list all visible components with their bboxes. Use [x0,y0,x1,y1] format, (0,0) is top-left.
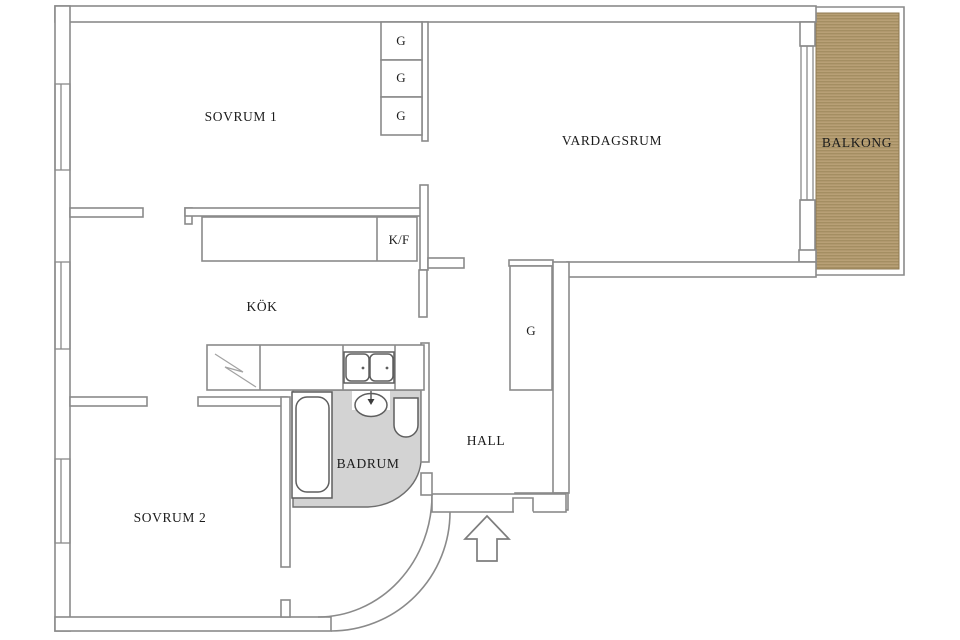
entrance-arrow-icon [463,514,511,562]
window-kok [54,261,71,350]
room-label-vardagsrum: VARDAGSRUM [561,133,663,148]
room-label-sovrum1: SOVRUM 1 [204,109,278,124]
window-sovrum1 [54,83,71,171]
wardrobe-sovrum1-3 [380,96,423,136]
room-label-kok: KÖK [246,299,278,314]
room-label-balkong: BALKONG [821,135,893,150]
curved-entrance-wall [317,494,451,632]
fixture-label-fridge-freezer: K/F [388,232,410,247]
room-label-sovrum2: SOVRUM 2 [133,510,207,525]
fixture-label-wardrobe-1: G [396,33,406,48]
balcony-deck [815,12,900,270]
fixture-label-wardrobe-hall: G [526,323,536,338]
kitchen-sink-icon [343,351,395,384]
bathroom-fixtures [291,391,419,499]
fixture-label-wardrobe-2: G [396,70,406,85]
interior-walls [69,21,570,618]
wardrobe-hall [509,265,553,391]
stove-icon [214,353,257,388]
room-label-hall: HALL [466,433,506,448]
room-label-badrum: BADRUM [336,456,400,471]
wardrobes [380,21,553,391]
bathtub-icon [291,391,333,499]
balcony-door-window [800,45,814,201]
windows [54,45,814,544]
exterior-walls [54,5,817,632]
kitchen-upper-cabinets [201,216,418,262]
fixture-label-wardrobe-3: G [396,108,406,123]
balcony [815,6,905,276]
kitchen-units [201,216,425,391]
balcony-railing [816,6,905,276]
washbasin-icon [352,391,390,418]
entrance-door-threshold [512,497,534,512]
toilet-icon [393,397,419,438]
window-sovrum2 [54,458,71,544]
